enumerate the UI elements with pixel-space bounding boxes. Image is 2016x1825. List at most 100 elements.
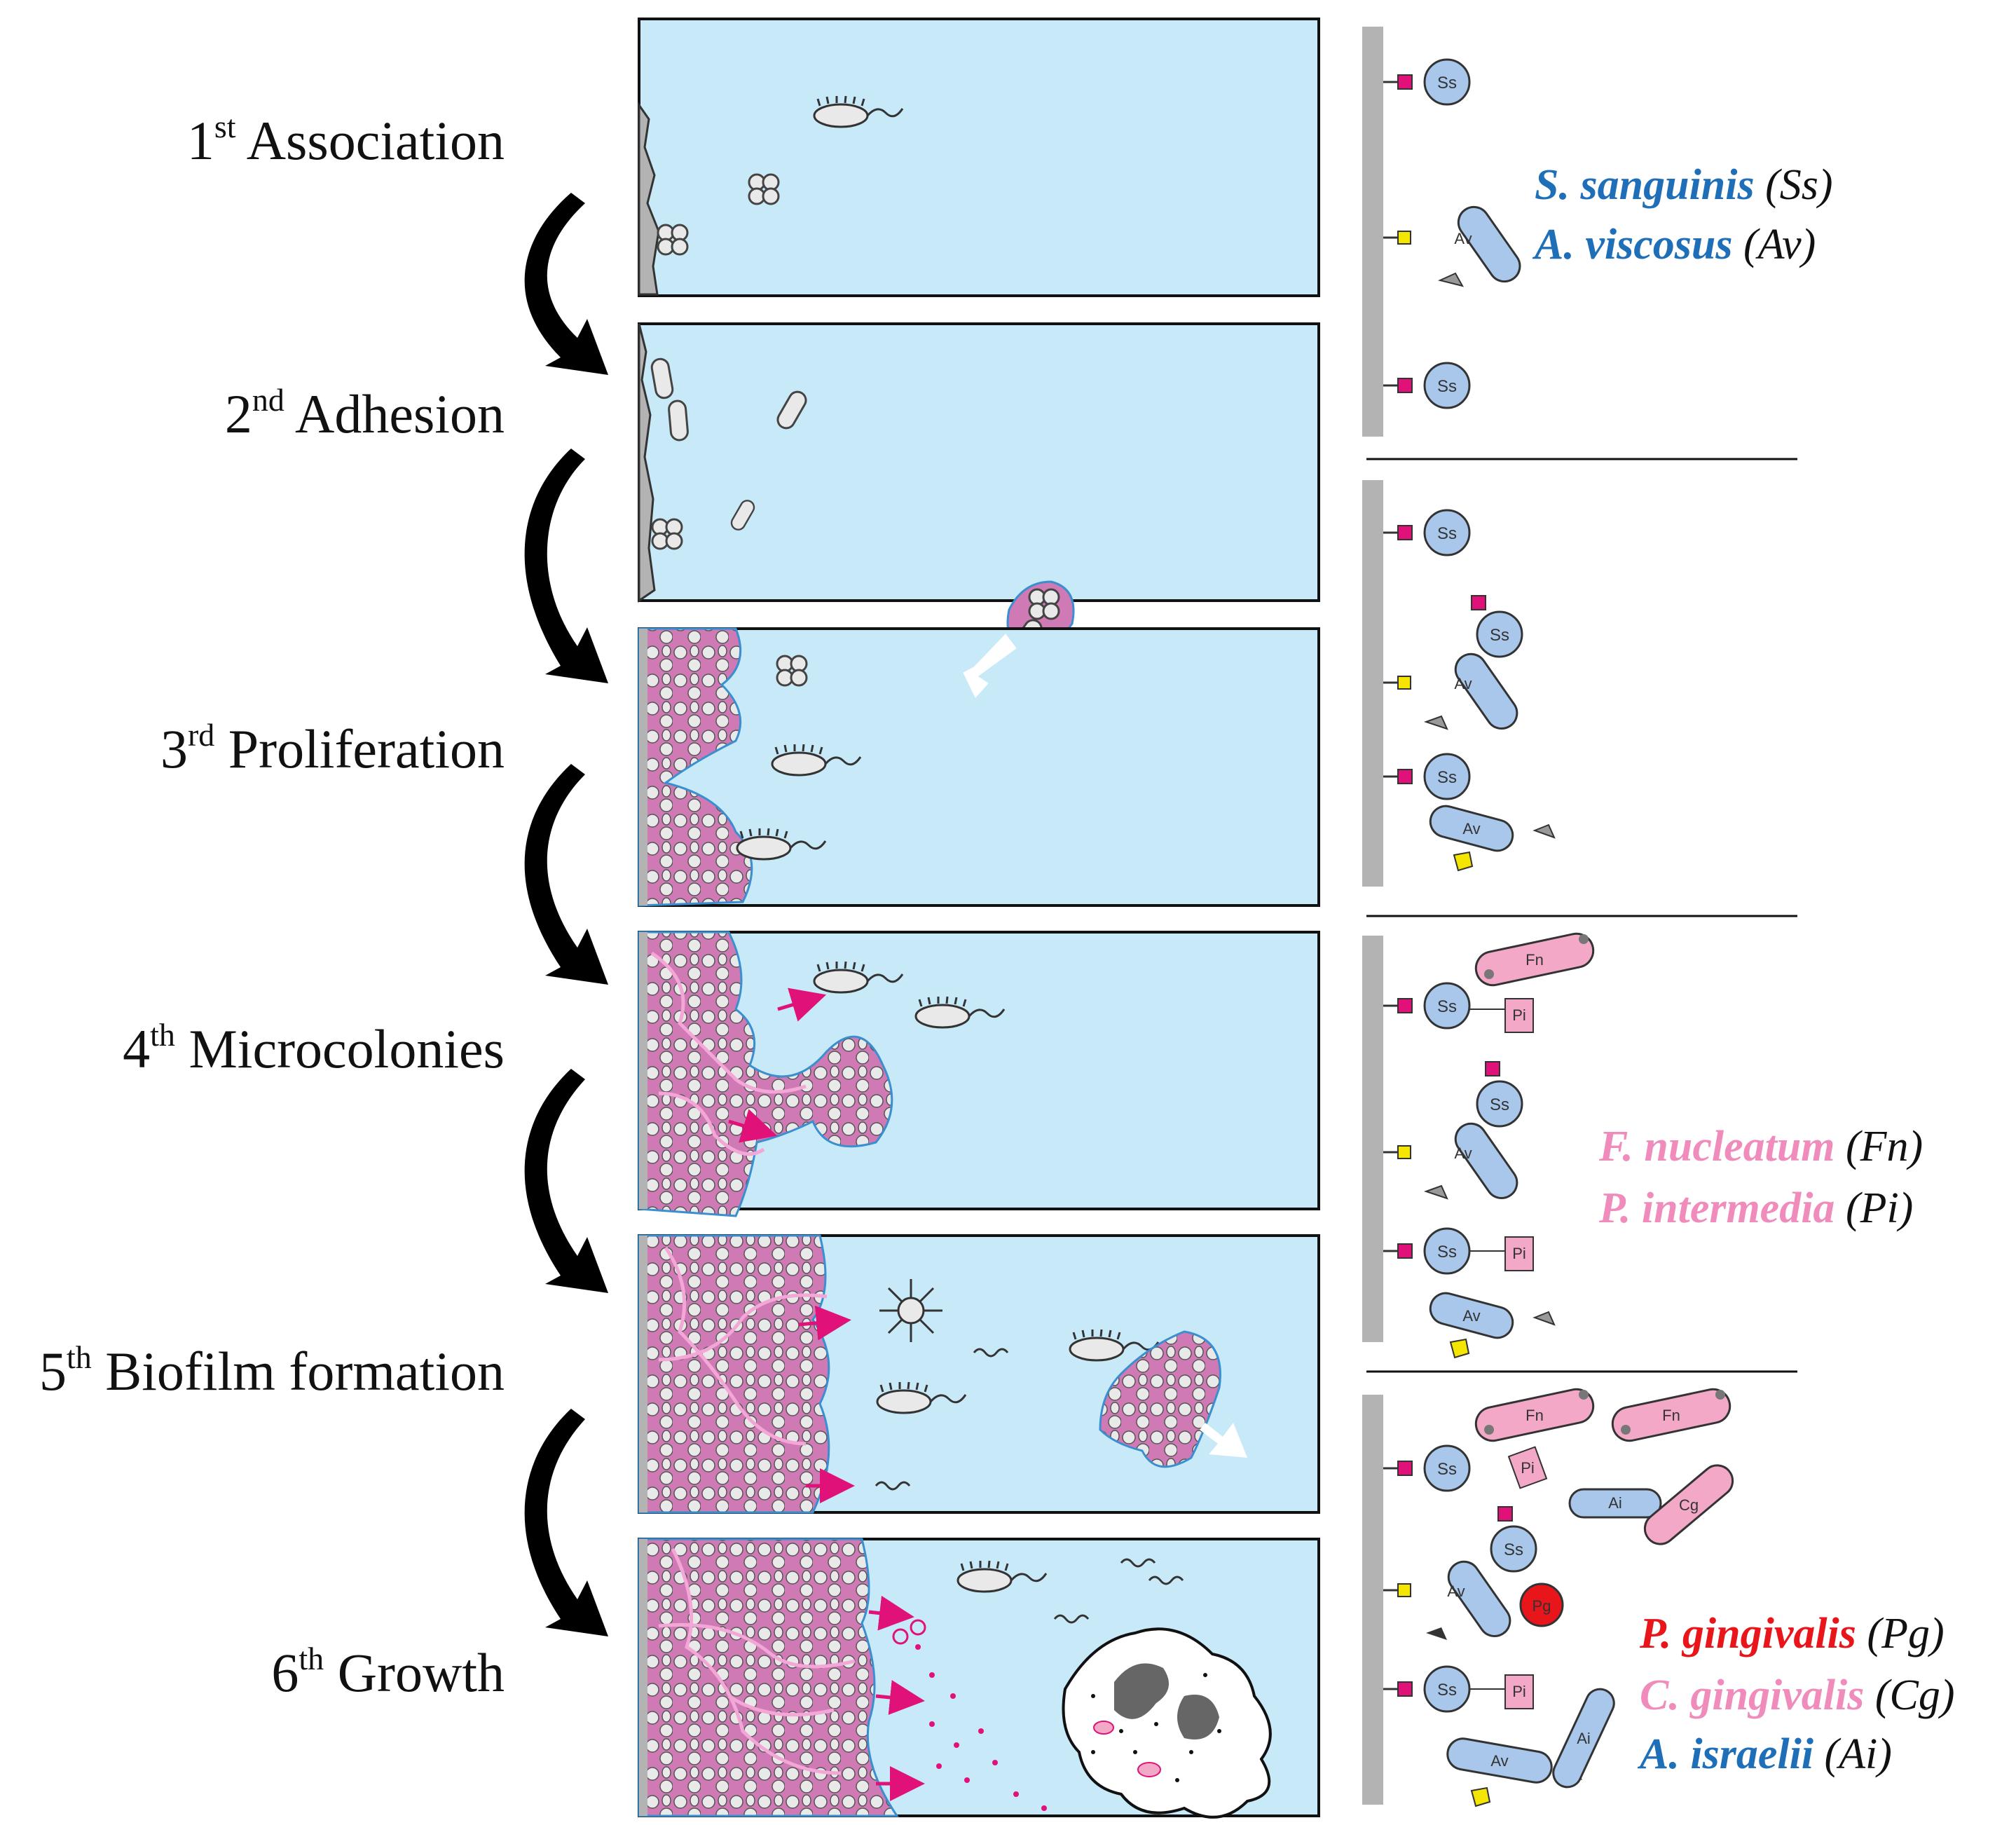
curved-arrow-3 (524, 764, 608, 985)
ss-cell: Ss (1383, 753, 1471, 800)
legend-species-abbr: (Pg) (1867, 1610, 1945, 1657)
svg-text:Av: Av (1454, 675, 1472, 692)
legend-ss: S. sanguinis (Ss) (1535, 163, 1833, 207)
svg-text:Av: Av (1462, 820, 1480, 838)
legend-species-abbr: (Ai) (1824, 1730, 1892, 1778)
stage-name: Adhesion (295, 383, 505, 444)
fn-cell: Fn (1474, 1388, 1595, 1442)
rod-bacterium (667, 399, 690, 442)
av-cell: Av (1429, 1292, 1556, 1359)
enamel-strip (1362, 27, 1383, 437)
panel-6-growth (638, 1538, 1320, 1819)
curved-arrow-1 (524, 193, 608, 375)
svg-text:Ss: Ss (1490, 1095, 1509, 1114)
legend-fn: F. nucleatum (Fn) (1599, 1125, 1923, 1168)
detach-arrow (1200, 1423, 1247, 1458)
biofilm-layer (638, 1234, 830, 1514)
tooth-surface (638, 323, 656, 603)
svg-text:Pi: Pi (1512, 1245, 1526, 1262)
svg-text:Av: Av (1447, 1583, 1465, 1600)
pi-cell: Pi (1469, 1236, 1534, 1271)
tooth-surface (638, 102, 660, 296)
svg-text:Av: Av (1454, 230, 1472, 247)
stage-suffix: th (150, 1017, 175, 1053)
ss-cell: Ss (1383, 1227, 1471, 1275)
stage-name: Proliferation (228, 718, 505, 779)
stage-ordinal: 4 (123, 1018, 151, 1079)
water-channels (658, 1246, 828, 1446)
svg-text:Ss: Ss (1437, 524, 1457, 543)
legend-ai: A. israelii (Ai) (1640, 1732, 1892, 1776)
legend-species-abbr: (Av) (1743, 221, 1816, 268)
ss-cell: Ss (1383, 982, 1471, 1030)
stage-name: Association (246, 110, 505, 171)
svg-text:Pg: Pg (1532, 1597, 1551, 1615)
legend-species-abbr: (Ss) (1765, 161, 1833, 209)
svg-text:Fn: Fn (1525, 1407, 1544, 1424)
svg-text:Ss: Ss (1437, 1681, 1457, 1700)
svg-text:Pi: Pi (1521, 1459, 1535, 1477)
ss-cell: Ss (1490, 1506, 1537, 1573)
svg-text:Pi: Pi (1512, 1006, 1526, 1024)
stage-label-1: 1st Association (187, 111, 505, 168)
legend-pi: P. intermedia (Pi) (1599, 1187, 1913, 1230)
ss-cell: Ss (1383, 509, 1471, 556)
stage-transition-arrows (524, 193, 608, 1636)
av-cell: Av (1383, 652, 1518, 730)
stage-ordinal: 2 (224, 383, 252, 444)
water-channels (658, 1547, 856, 1775)
svg-text:Fn: Fn (1525, 951, 1544, 969)
stage-name: Microcolonies (188, 1018, 505, 1079)
curved-arrow-2 (524, 449, 608, 683)
svg-text:Ss: Ss (1437, 997, 1457, 1016)
panel-2-adhesion (638, 322, 1320, 660)
legend-species-name: S. sanguinis (1535, 161, 1755, 209)
stage-suffix: th (66, 1339, 92, 1375)
legend-species-abbr: (Cg) (1874, 1672, 1955, 1719)
spiky-bacterium (879, 1279, 942, 1342)
av-cell: Av (1429, 805, 1556, 872)
curved-arrow-5 (524, 1409, 608, 1636)
ss-cell: Ss (1383, 1444, 1471, 1492)
svg-text:Av: Av (1490, 1752, 1508, 1770)
curved-arrow-4 (524, 1069, 608, 1293)
stage-suffix: st (214, 109, 236, 144)
detaching-microcolony (1099, 1330, 1221, 1468)
stage-ordinal: 5 (39, 1341, 67, 1402)
svg-text:Cg: Cg (1679, 1496, 1699, 1514)
stage-suffix: th (299, 1641, 324, 1676)
ss-cell: Ss (1476, 1061, 1523, 1128)
legend-av: A. viscosus (Av) (1535, 223, 1816, 266)
stage-suffix: rd (187, 717, 215, 753)
svg-text:Ai: Ai (1608, 1494, 1622, 1512)
fn-cell: Fn (1611, 1388, 1732, 1442)
panel-3-proliferation (638, 627, 1320, 907)
svg-text:Av: Av (1462, 1307, 1480, 1325)
stage-label-6: 6th Growth (271, 1643, 505, 1700)
svg-text:Ss: Ss (1490, 626, 1509, 645)
svg-text:Pi: Pi (1512, 1683, 1526, 1700)
panel-1-association (638, 18, 1320, 297)
ai-cell: Ai (1568, 1488, 1662, 1519)
stage-label-3: 3rd Proliferation (160, 719, 505, 777)
av-cell: Av (1383, 1122, 1518, 1200)
stage-ordinal: 3 (160, 718, 188, 779)
pi-cell: Pi (1507, 1446, 1548, 1489)
ai-cell: Ai (1552, 1688, 1615, 1789)
stage-name: Biofilm formation (105, 1341, 505, 1402)
ss-cell: Ss (1383, 1665, 1471, 1713)
svg-text:Ss: Ss (1504, 1540, 1523, 1559)
stage-ordinal: 1 (186, 110, 214, 171)
legend-pg: P. gingivalis (Pg) (1640, 1612, 1945, 1655)
av-cell: Av (1383, 205, 1521, 287)
stage-label-2: 2nd Adhesion (225, 384, 505, 442)
legend-species-name: C. gingivalis (1640, 1672, 1865, 1719)
enamel-strip (1362, 936, 1383, 1342)
svg-text:Ss: Ss (1437, 74, 1457, 93)
biofilm-layer (638, 1538, 899, 1817)
svg-text:Ai: Ai (1577, 1730, 1591, 1747)
panel-5-biofilm-formation (638, 1234, 1320, 1514)
legend-species-name: P. intermedia (1599, 1184, 1835, 1232)
legend-species-name: P. gingivalis (1640, 1610, 1856, 1657)
